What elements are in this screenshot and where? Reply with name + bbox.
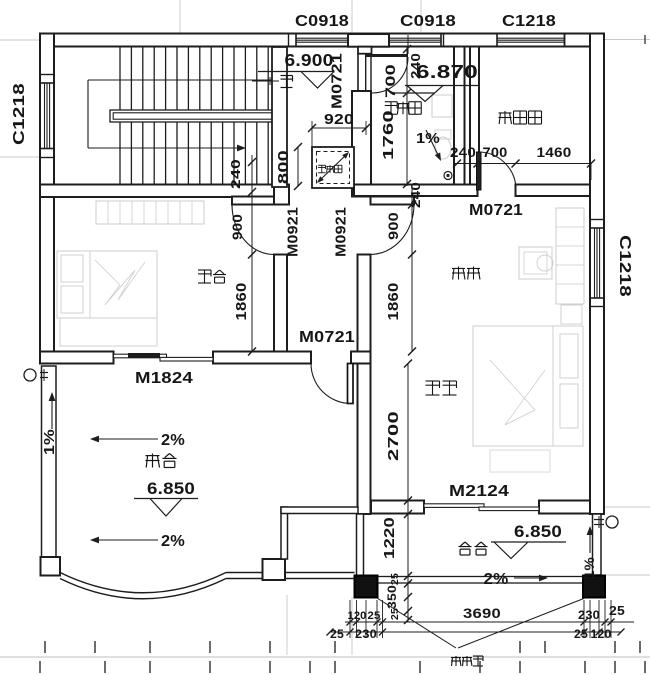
svg-text:M0921: M0921 — [333, 207, 350, 257]
svg-text:230: 230 — [578, 610, 600, 622]
svg-text:C1218: C1218 — [11, 83, 28, 145]
svg-text:1760: 1760 — [380, 110, 397, 160]
svg-text:240: 240 — [450, 144, 476, 160]
svg-text:240: 240 — [408, 53, 423, 79]
svg-text:6.900: 6.900 — [285, 50, 334, 70]
svg-text:800: 800 — [275, 150, 292, 184]
svg-text:6.850: 6.850 — [147, 479, 195, 498]
svg-text:1860: 1860 — [385, 283, 402, 321]
svg-text:M0721: M0721 — [329, 53, 346, 109]
svg-text:1220: 1220 — [381, 517, 398, 559]
svg-text:M0921: M0921 — [285, 207, 302, 257]
svg-text:700: 700 — [483, 144, 508, 160]
svg-text:1860: 1860 — [233, 283, 250, 321]
svg-text:230: 230 — [355, 629, 377, 641]
svg-text:240: 240 — [228, 159, 243, 189]
svg-text:120: 120 — [591, 629, 612, 641]
svg-text:C0918: C0918 — [295, 13, 349, 30]
svg-text:25: 25 — [574, 629, 588, 641]
svg-text:700: 700 — [383, 64, 398, 98]
svg-text:1%: 1% — [41, 429, 58, 455]
svg-text:1%: 1% — [581, 557, 597, 579]
svg-text:25: 25 — [390, 573, 401, 585]
svg-text:C1218: C1218 — [502, 13, 556, 30]
svg-text:920: 920 — [324, 111, 354, 128]
svg-text:6.870: 6.870 — [416, 62, 478, 82]
svg-text:M1824: M1824 — [135, 370, 193, 387]
svg-text:6.850: 6.850 — [514, 522, 562, 541]
svg-text:900: 900 — [385, 212, 401, 240]
svg-text:3690: 3690 — [463, 606, 501, 621]
svg-text:2%: 2% — [161, 533, 185, 550]
svg-text:C0918: C0918 — [400, 13, 456, 30]
svg-text:1460: 1460 — [537, 144, 572, 160]
svg-text:25: 25 — [390, 608, 401, 620]
svg-text:M0721: M0721 — [299, 329, 355, 346]
svg-text:240: 240 — [408, 182, 423, 208]
svg-text:120: 120 — [348, 610, 367, 622]
svg-text:350: 350 — [385, 585, 399, 609]
svg-text:25: 25 — [330, 629, 344, 641]
svg-text:900: 900 — [229, 214, 245, 240]
svg-text:25: 25 — [368, 610, 381, 622]
svg-text:2%: 2% — [161, 432, 185, 449]
svg-text:C1218: C1218 — [616, 235, 633, 297]
svg-text:2%: 2% — [484, 571, 509, 588]
svg-text:M0721: M0721 — [469, 202, 523, 219]
svg-text:M2124: M2124 — [449, 483, 509, 500]
svg-text:2700: 2700 — [385, 411, 402, 461]
svg-text:25: 25 — [609, 604, 625, 618]
svg-text:1%: 1% — [416, 130, 440, 147]
